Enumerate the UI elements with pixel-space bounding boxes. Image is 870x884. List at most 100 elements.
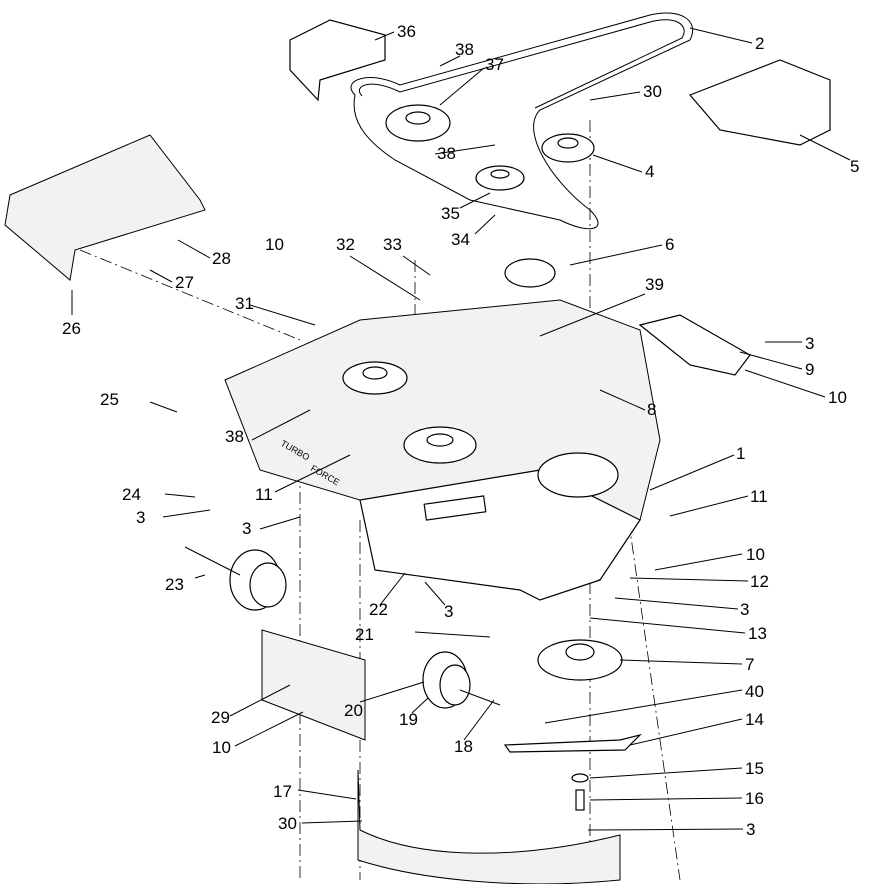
callout-17: 17 [273,782,292,801]
leader-line [274,454,351,493]
discharge-chute [4,134,206,281]
leader-line [374,31,395,41]
leader-line [689,27,753,44]
leader-line [669,495,749,517]
callout-30: 30 [643,82,662,101]
callout-10: 10 [828,388,847,407]
callout-20: 20 [344,701,363,720]
callout-40: 40 [745,682,764,701]
callout-5: 5 [850,157,859,176]
leader-line [592,154,643,173]
callout-16: 16 [745,789,764,808]
callout-15: 15 [745,759,764,778]
leader-line [649,454,735,491]
leader-line [587,828,744,831]
leader-line [149,401,178,413]
leader-line [424,581,446,606]
leader-line [177,239,211,259]
callout-18: 18 [454,737,473,756]
callout-32: 32 [336,235,355,254]
leader-line [379,572,406,606]
leader-line [249,304,316,326]
belt-cover-left [289,19,386,102]
leader-line [297,789,357,800]
callout-3: 3 [746,820,755,839]
callout-7: 7 [745,655,754,674]
leader-lines [71,27,851,831]
leader-line [474,214,496,235]
gauge-wheels [184,546,501,709]
bracket [638,314,751,376]
leader-line [349,255,421,301]
callout-11: 11 [255,485,273,504]
mower-blade [503,733,642,753]
callout-29: 29 [211,708,230,727]
callout-30: 30 [278,814,297,833]
leader-line [629,718,743,746]
callout-36: 36 [397,22,416,41]
leader-line [589,797,743,801]
leader-line [619,659,743,665]
callout-9: 9 [805,360,814,379]
callout-8: 8 [647,400,656,419]
callout-25: 25 [100,390,119,409]
callout-38: 38 [437,144,456,163]
leader-line [251,409,311,441]
leader-line [589,91,641,101]
leader-line [589,767,743,779]
leader-line [194,574,206,579]
leader-line [301,820,363,824]
leader-line [402,255,431,276]
baffle [261,629,366,741]
callout-12: 12 [750,572,769,591]
leader-line [359,681,425,703]
callout-38: 38 [225,427,244,446]
callout-3: 3 [740,600,749,619]
leader-line [434,144,496,155]
drive-belt [350,12,693,230]
callout-2: 2 [755,34,764,53]
callout-13: 13 [748,624,767,643]
leader-line [599,389,646,411]
leader-line [654,553,743,571]
callout-4: 4 [645,162,654,181]
belt-cover-right [688,59,831,146]
leader-line [259,516,301,530]
leader-line [589,617,746,634]
leader-line [799,134,851,161]
callout-3: 3 [136,508,145,527]
callout-10: 10 [265,235,284,254]
leader-line [164,493,196,498]
leader-line [569,244,663,266]
leader-line [411,697,429,714]
callout-23: 23 [165,575,184,594]
callout-14: 14 [745,710,764,729]
callout-22: 22 [369,600,388,619]
callout-3: 3 [805,334,814,353]
callout-10: 10 [746,545,765,564]
callout-10: 10 [212,738,231,757]
leader-line [162,509,211,518]
callout-19: 19 [399,710,418,729]
deck-warning-label [423,495,487,521]
leader-line [544,689,743,724]
leader-line [629,577,749,582]
callout-38: 38 [455,40,474,59]
callout-24: 24 [122,485,141,504]
leader-line [414,631,491,638]
rear-baffle [357,769,621,884]
callout-1: 1 [736,444,745,463]
leader-line [614,597,739,610]
callout-3: 3 [242,519,251,538]
callout-27: 27 [175,273,194,292]
callout-31: 31 [235,294,254,313]
leader-line [739,351,803,370]
callout-6: 6 [665,235,674,254]
leader-line [229,684,291,717]
callout-35: 35 [441,204,460,223]
callout-26: 26 [62,319,81,338]
leader-line [744,369,826,398]
